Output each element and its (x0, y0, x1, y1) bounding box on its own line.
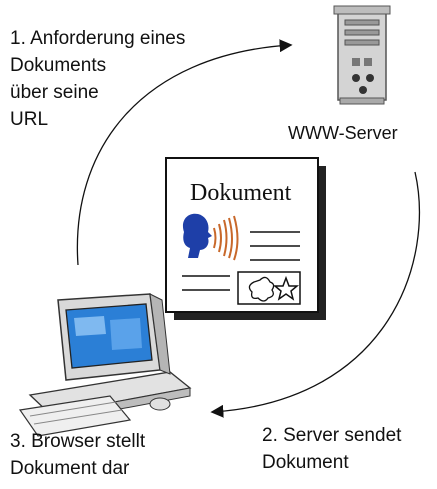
document-title: Dokument (190, 180, 292, 206)
speaking-head-icon (182, 213, 239, 261)
desktop-computer-icon (18, 293, 192, 437)
step-3-label: 3. Browser stellt Dokument dar (10, 431, 146, 479)
response-arrow (210, 171, 421, 418)
request-arrow (76, 39, 293, 266)
server-label: WWW-Server (288, 123, 398, 143)
document-page-icon (165, 157, 326, 320)
step-1-label: 1. Anforderung eines Dokuments über sein… (10, 28, 186, 130)
step-2-label: 2. Server sendet Dokument (262, 425, 402, 473)
image-placeholder (237, 271, 301, 305)
server-tower-icon (333, 5, 391, 105)
